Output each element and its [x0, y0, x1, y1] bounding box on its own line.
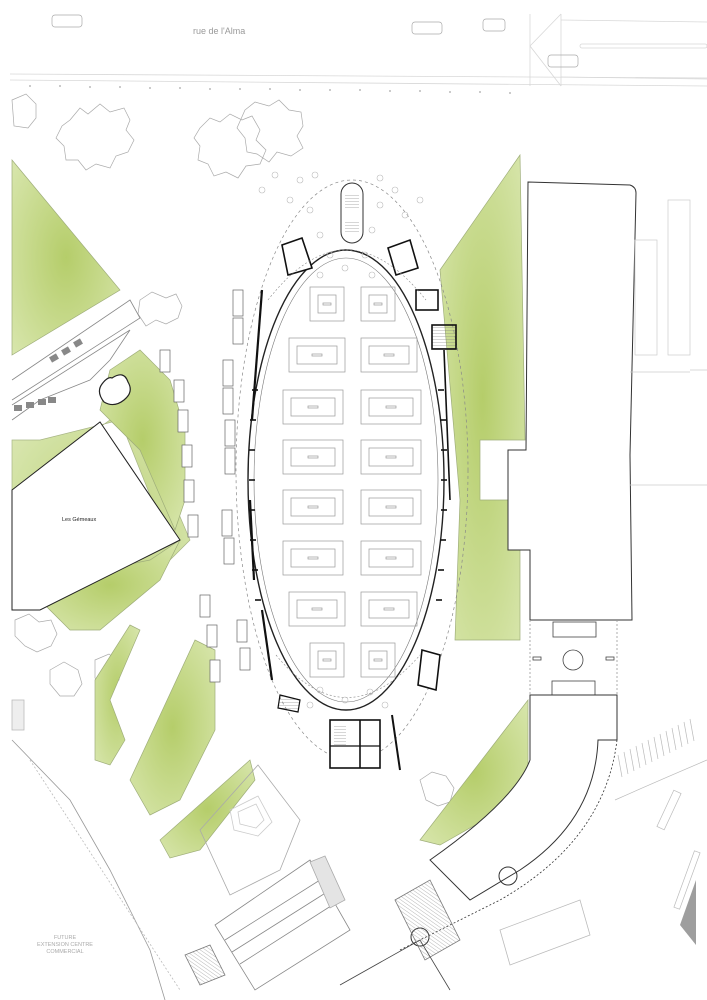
commercial-building: [429, 694, 618, 901]
market-tables-outside: [159, 289, 251, 683]
adjacent-building: [507, 181, 637, 621]
neighbor-outline: [630, 199, 707, 486]
bottom-structures: [184, 764, 591, 991]
tree-canopy-outlines: [11, 93, 455, 807]
bollard-row: [29, 85, 511, 94]
plaza: [529, 620, 618, 697]
street-label: rue de l'Alma: [193, 26, 246, 36]
crosswalk: [614, 718, 707, 910]
car-icon: [51, 14, 579, 68]
future-label-line1: FUTURE: [53, 935, 77, 941]
oval-market-hall: [235, 179, 469, 771]
building-edge-dashed: [399, 739, 618, 951]
les-gemeaux-building: [11, 421, 181, 611]
future-extension-label: FUTURE EXTENSION CENTRE COMMERCIAL: [25, 935, 105, 956]
future-label-line3: COMMERCIAL: [46, 949, 84, 955]
cafe-table-icons: [258, 171, 424, 709]
future-boundary: [11, 699, 181, 1000]
column: [498, 866, 518, 886]
gray-shape: [680, 880, 696, 945]
building-label: Les Gémeaux: [62, 517, 97, 523]
street-rue-de-l-alma: [9, 13, 707, 87]
bench-icons: [14, 338, 83, 411]
promenade: [11, 299, 141, 421]
future-label-line2: EXTENSION CENTRE: [37, 942, 93, 948]
market-stalls: [282, 286, 422, 678]
pond: [98, 374, 131, 406]
